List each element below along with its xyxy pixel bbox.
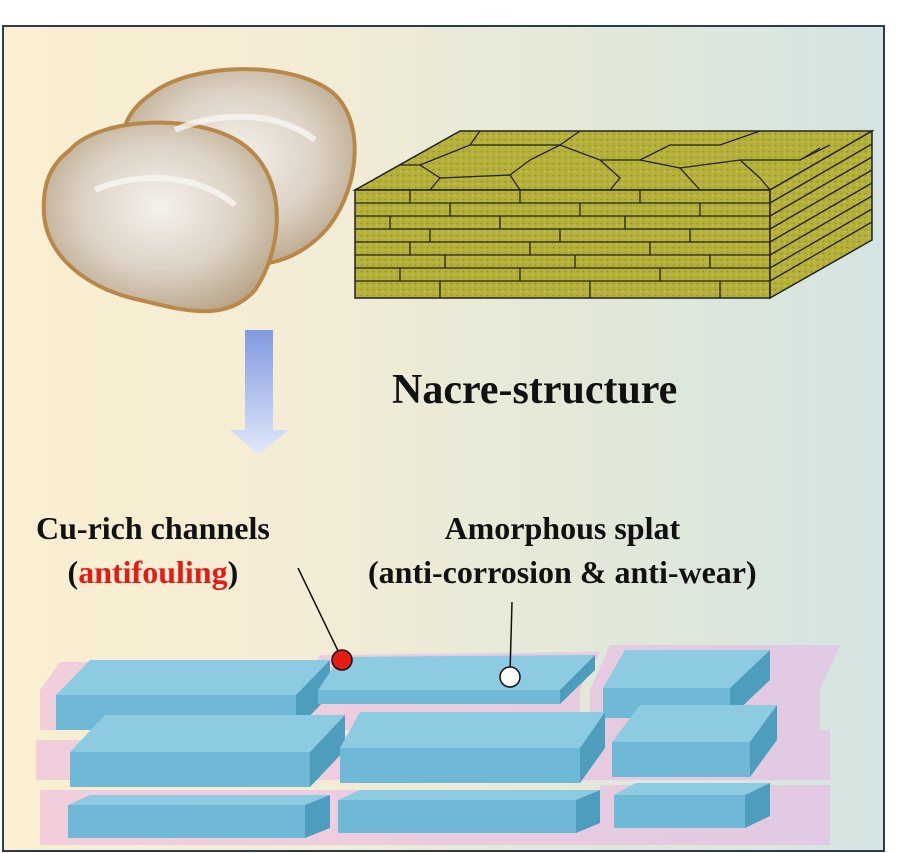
nacre-block-diagram [352, 129, 875, 300]
paren-close: ) [227, 554, 239, 590]
splat-label-line2: (anti-corrosion & anti-wear) [368, 554, 757, 590]
shell-icon [41, 67, 357, 314]
antifouling-text: antifouling [78, 554, 228, 590]
red-dot-marker [331, 649, 353, 671]
down-arrow-icon [230, 330, 288, 455]
cu-rich-label: Cu-rich channels (antifouling) [36, 506, 270, 594]
splat-label-line1: Amorphous splat [444, 510, 681, 546]
amorphous-splat-tiles [56, 650, 777, 838]
splat-leader-line [509, 601, 513, 674]
cu-leader-line [297, 567, 341, 656]
cu-rich-label-line2: (antifouling) [36, 550, 270, 594]
figure-title: Nacre-structure [392, 367, 678, 413]
cu-rich-label-line1: Cu-rich channels [36, 510, 270, 546]
amorphous-splat-label: Amorphous splat (anti-corrosion & anti-w… [368, 506, 757, 594]
white-dot-marker [499, 666, 521, 688]
paren-open: ( [67, 554, 79, 590]
